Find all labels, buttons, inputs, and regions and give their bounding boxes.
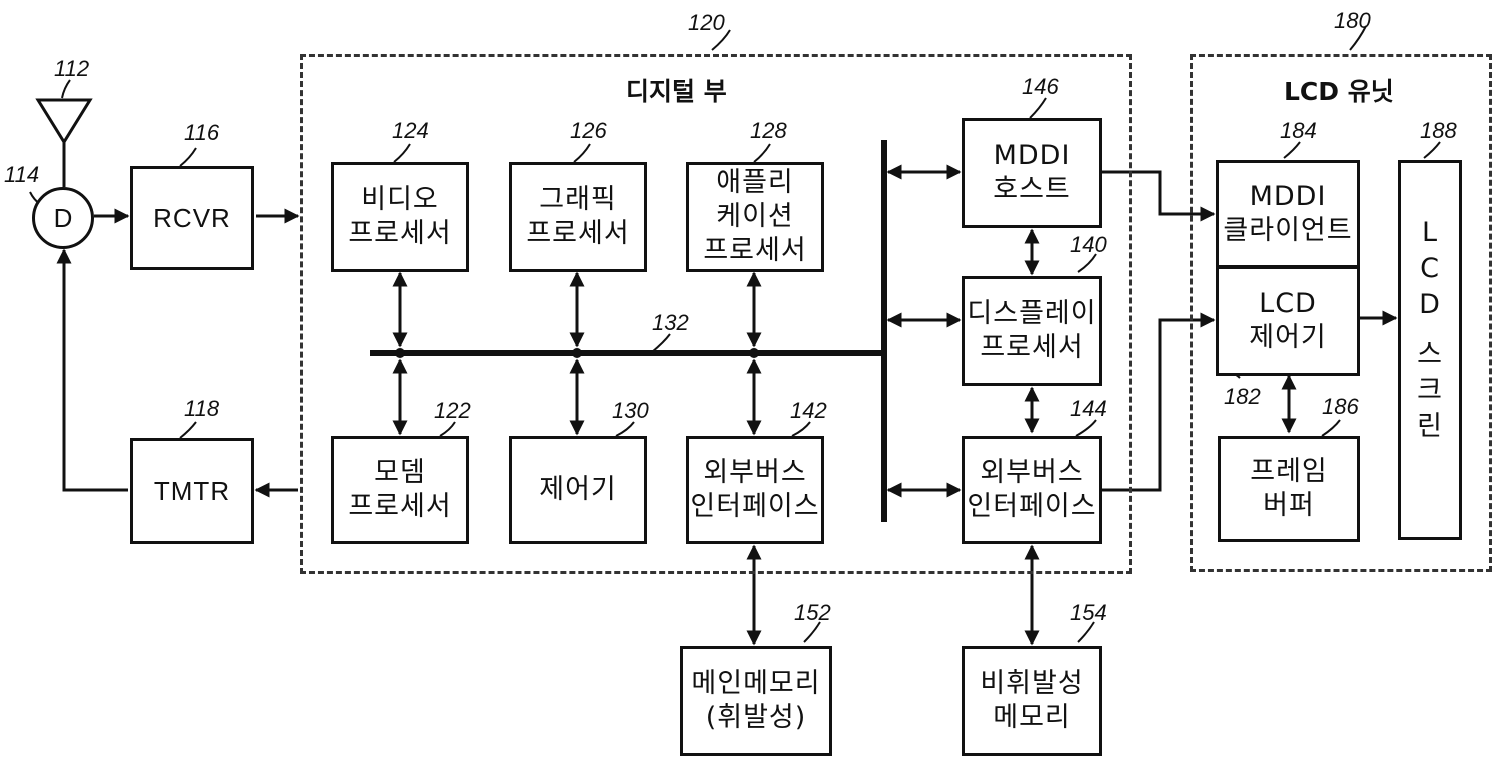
video-processor-ref: 124 [392,118,429,144]
controller-ref: 130 [612,398,649,424]
application-processor-ref: 128 [750,118,787,144]
main-memory-ref: 152 [794,600,831,626]
mddi-client-block: MDDI클라이언트 [1216,160,1360,268]
modem-processor-block: 모뎀프로세서 [331,436,469,544]
display-processor-block: 디스플레이프로세서 [962,276,1102,386]
frame-buffer-ref: 186 [1322,394,1359,420]
display-processor-ref: 140 [1070,232,1107,258]
external-bus-interface-right-ref: 144 [1070,396,1107,422]
nonvolatile-memory-block: 비휘발성메모리 [962,646,1102,756]
lcd-unit-ref: 180 [1334,8,1371,34]
external-bus-interface-left-ref: 142 [790,398,827,424]
rcvr-block: RCVR [130,166,254,270]
duplexer-ref: 114 [4,162,39,188]
bus-ref: 132 [652,310,689,336]
mddi-client-ref: 184 [1280,118,1317,144]
graphics-processor-block: 그래픽프로세서 [509,162,647,272]
external-bus-interface-right-block: 외부버스인터페이스 [962,436,1102,544]
lcd-unit-title: LCD 유닛 [1284,72,1394,108]
duplexer-circle: D [32,187,94,249]
tmtr-block: TMTR [130,438,254,544]
application-processor-block: 애플리케이션프로세서 [686,162,824,272]
modem-processor-ref: 122 [434,398,471,424]
lcd-controller-ref: 182 [1224,384,1261,410]
external-bus-interface-left-block: 외부버스인터페이스 [686,436,824,544]
antenna-ref: 112 [54,56,89,82]
mddi-host-ref: 146 [1022,74,1059,100]
frame-buffer-block: 프레임버퍼 [1218,436,1360,542]
digital-unit-title: 디지털 부 [626,72,727,108]
tmtr-ref: 118 [184,396,219,422]
lcd-screen-ref: 188 [1420,118,1457,144]
lcd-controller-block: LCD제어기 [1216,266,1360,376]
rcvr-ref: 116 [184,120,219,146]
video-processor-block: 비디오프로세서 [331,162,469,272]
graphics-processor-ref: 126 [570,118,607,144]
controller-block: 제어기 [509,436,647,544]
digital-unit-ref: 120 [688,10,725,36]
mddi-host-block: MDDI호스트 [962,118,1102,228]
nonvolatile-memory-ref: 154 [1070,600,1107,626]
lcd-screen-block: L C D 스 크 린 [1398,160,1462,540]
antenna-icon [38,100,90,142]
tmtr-to-duplexer-arrow [64,250,128,490]
main-memory-block: 메인메모리(휘발성) [680,646,832,756]
